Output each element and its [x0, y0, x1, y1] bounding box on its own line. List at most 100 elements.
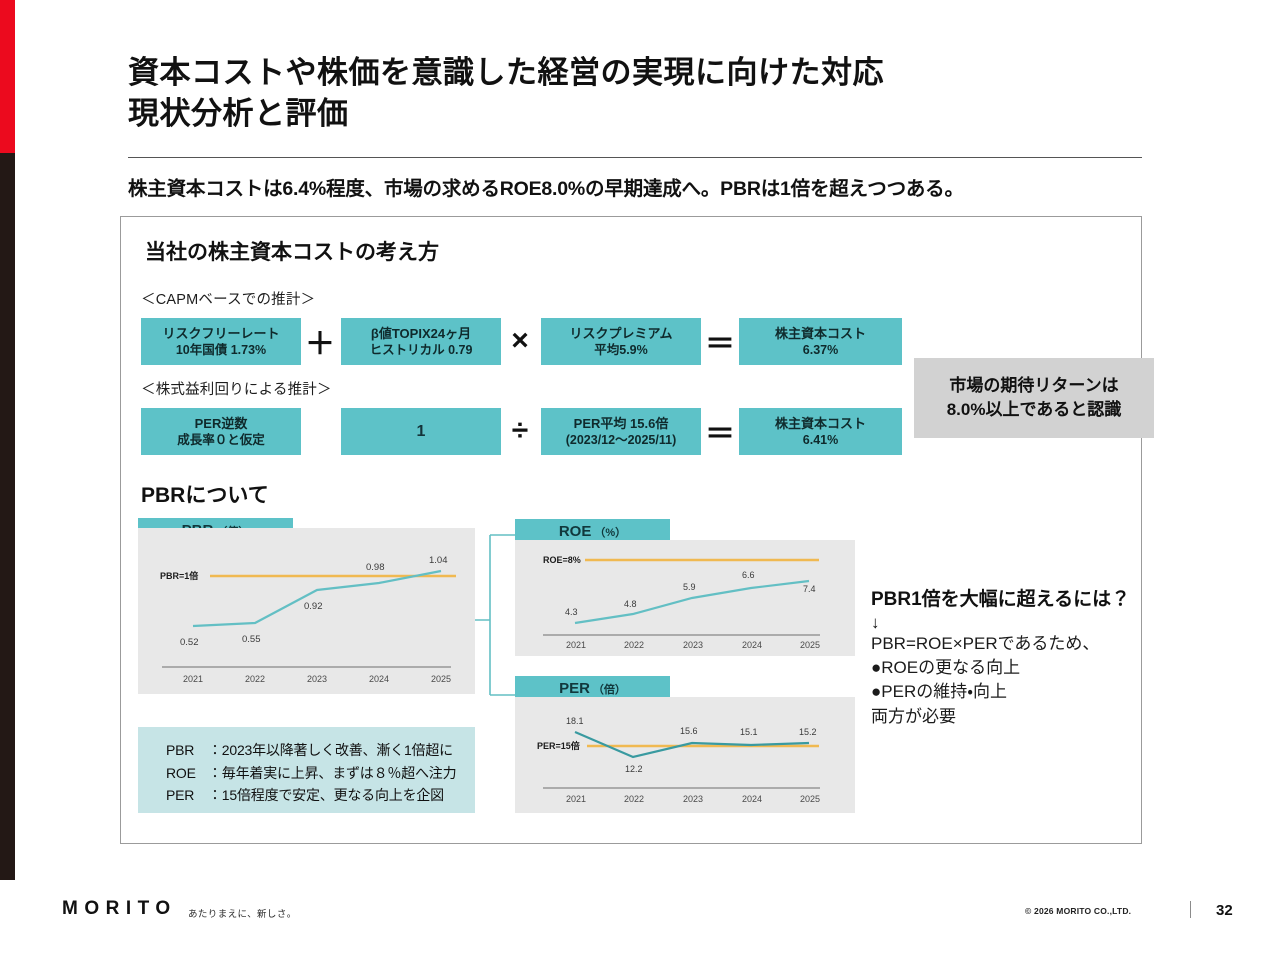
box-per-inverse-line1: PER逆数: [194, 415, 248, 431]
conclusion-heading: PBR1倍を大幅に超えるには？: [871, 589, 1131, 610]
box-beta-line2: ヒストリカル 0.79: [369, 342, 473, 357]
section-heading-capm: 当社の株主資本コストの考え方: [145, 241, 439, 264]
title-line-2: 現状分析と評価: [128, 96, 349, 132]
slide-subtitle: 株主資本コストは6.4%程度、市場の求めるROE8.0%の早期達成へ。PBRは1…: [128, 178, 964, 200]
box-per-inverse: PER逆数 成長率０と仮定: [141, 408, 301, 455]
summary-row-pbr-key: PBR: [166, 742, 195, 758]
operator-equals-capm: ＝: [705, 328, 735, 361]
roe-tick-2022: 2022: [624, 640, 644, 650]
per-value-2021: 18.1: [566, 716, 584, 726]
conclusion-line-4: 両方が必要: [871, 706, 956, 726]
chart-per: PER=15倍 18.1 12.2 15.6 15.1 15.2 2021 20…: [537, 716, 820, 804]
chart-pbr: PBR=1倍 0.52 0.55 0.92 0.98 1.04 2021 202…: [160, 555, 456, 684]
morito-logo: MORITO: [62, 898, 177, 919]
operator-multiply: ×: [511, 324, 529, 357]
per-tick-2021: 2021: [566, 794, 586, 804]
box-cost-of-equity-capm-line1: 株主資本コスト: [774, 325, 866, 341]
summary-row-per-text: ：15倍程度で安定、更なる向上を企図: [208, 787, 444, 804]
per-series-line: [574, 730, 810, 759]
per-value-2024: 15.1: [740, 727, 758, 737]
roe-reference-label: ROE=8%: [543, 555, 581, 565]
pbr-value-2025: 1.04: [429, 555, 448, 566]
roe-tick-2025: 2025: [800, 640, 820, 650]
page-number: 32: [1216, 902, 1233, 919]
box-cost-of-equity-earnings-line1: 株主資本コスト: [774, 415, 866, 431]
roe-tick-2024: 2024: [742, 640, 762, 650]
accent-bar-red: [0, 0, 15, 153]
roe-tick-2021: 2021: [566, 640, 586, 650]
per-value-2025: 15.2: [799, 727, 817, 737]
box-cost-of-equity-capm: 株主資本コスト 6.37%: [739, 318, 902, 365]
box-risk-free-rate: リスクフリーレート 10年国債 1.73%: [141, 318, 301, 365]
box-beta: β値TOPIX24ヶ月 ヒストリカル 0.79: [341, 318, 501, 365]
box-numerator-one: 1: [341, 408, 501, 455]
chart-tab-per-title: PER: [559, 680, 590, 697]
market-expected-return-note: 市場の期待リターンは 8.0%以上であると認識: [914, 358, 1154, 438]
roe-tick-2023: 2023: [683, 640, 703, 650]
per-tick-2023: 2023: [683, 794, 703, 804]
summary-row-roe: ROE ：毎年着実に上昇、まずは８％超へ注力: [166, 762, 475, 785]
chart-tab-roe-unit: （%）: [594, 526, 627, 539]
chart-tab-per: PER （倍）: [515, 676, 670, 701]
box-risk-premium: リスクプレミアム 平均5.9%: [541, 318, 701, 365]
chart-connector-bracket: [470, 534, 518, 696]
pbr-tick-2021: 2021: [183, 674, 203, 684]
roe-value-2025: 7.4: [803, 584, 816, 594]
box-risk-free-rate-line2: 10年国債 1.73%: [175, 342, 267, 357]
pbr-value-2022: 0.55: [242, 634, 261, 645]
summary-row-roe-text: ：毎年着実に上昇、まずは８％超へ注力: [208, 764, 457, 781]
summary-row-pbr-text: ：2023年以降著しく改善、漸く1倍超に: [208, 742, 453, 758]
box-per-average-line1: PER平均 15.6倍: [573, 415, 669, 431]
summary-row-pbr: PBR ：2023年以降著しく改善、漸く1倍超に: [166, 739, 475, 762]
pbr-tick-2022: 2022: [245, 674, 265, 684]
conclusion-arrow-icon: ↓: [871, 612, 880, 632]
box-per-inverse-line2: 成長率０と仮定: [177, 432, 265, 447]
per-tick-2025: 2025: [800, 794, 820, 804]
pbr-value-2021: 0.52: [180, 637, 199, 648]
operator-plus: ＋: [305, 328, 335, 361]
label-capm-basis: ＜CAPMベースでの推計＞: [141, 292, 316, 308]
summary-box: PBR ：2023年以降著しく改善、漸く1倍超に ROE ：毎年着実に上昇、まずは８…: [138, 727, 475, 813]
box-cost-of-equity-capm-line2: 6.37%: [802, 342, 839, 357]
roe-value-2022: 4.8: [624, 599, 637, 609]
summary-row-roe-key: ROE: [166, 764, 196, 781]
per-tick-2022: 2022: [624, 794, 644, 804]
roe-value-2021: 4.3: [565, 607, 578, 617]
market-expected-return-line2: 8.0%以上であると認識: [946, 400, 1122, 419]
box-per-average: PER平均 15.6倍 (2023/12〜2025/11): [541, 408, 701, 455]
pbr-tick-2024: 2024: [369, 674, 389, 684]
box-numerator-one-value: 1: [416, 422, 426, 440]
box-per-average-line2: (2023/12〜2025/11): [565, 432, 677, 447]
summary-row-per: PER ：15倍程度で安定、更なる向上を企図: [166, 784, 475, 807]
roe-series-line: [574, 579, 810, 625]
box-risk-premium-line2: 平均5.9%: [594, 342, 648, 357]
title-line-1: 資本コストや株価を意識した経営の実現に向けた対応: [128, 55, 884, 90]
chart-tab-per-unit: （倍）: [592, 683, 626, 696]
summary-row-per-key: PER: [166, 787, 195, 804]
box-beta-line1: β値TOPIX24ヶ月: [370, 325, 472, 341]
per-reference-label: PER=15倍: [537, 740, 580, 751]
section-heading-pbr: PBRについて: [141, 484, 269, 507]
per-value-2022: 12.2: [625, 764, 643, 774]
conclusion-block: PBR1倍を大幅に超えるには？ ↓ PBR=ROE×PERであるため、 ●ROE…: [871, 588, 1171, 729]
roe-value-2024: 6.6: [742, 570, 755, 580]
chart-card-pbr: PBR=1倍 0.52 0.55 0.92 0.98 1.04 2021 202…: [138, 528, 475, 694]
market-expected-return-line1: 市場の期待リターンは: [949, 375, 1119, 395]
operator-equals-earnings: ＝: [705, 418, 735, 451]
chart-tab-roe-title: ROE: [558, 523, 592, 540]
conclusion-line-3: ●PERの維持・向上: [871, 682, 1008, 702]
operator-divide: ÷: [511, 414, 529, 447]
box-risk-premium-line1: リスクプレミアム: [569, 325, 673, 341]
title-divider: [128, 157, 1142, 158]
chart-card-roe: ROE=8% 4.3 4.8 5.9 6.6 7.4 2021 2022 202…: [515, 540, 855, 656]
chart-tab-roe: ROE （%）: [515, 519, 670, 544]
pbr-tick-2023: 2023: [307, 674, 327, 684]
pbr-tick-2025: 2025: [431, 674, 451, 684]
chart-roe: ROE=8% 4.3 4.8 5.9 6.6 7.4 2021 2022 202…: [543, 555, 820, 650]
copyright-notice: © 2026 MORITO CO.,LTD.: [1025, 906, 1132, 916]
per-tick-2024: 2024: [742, 794, 762, 804]
pbr-series-line: [192, 569, 442, 628]
label-earnings-yield-basis: ＜株式益利回りによる推計＞: [141, 382, 332, 398]
box-cost-of-equity-earnings-line2: 6.41%: [802, 432, 839, 447]
